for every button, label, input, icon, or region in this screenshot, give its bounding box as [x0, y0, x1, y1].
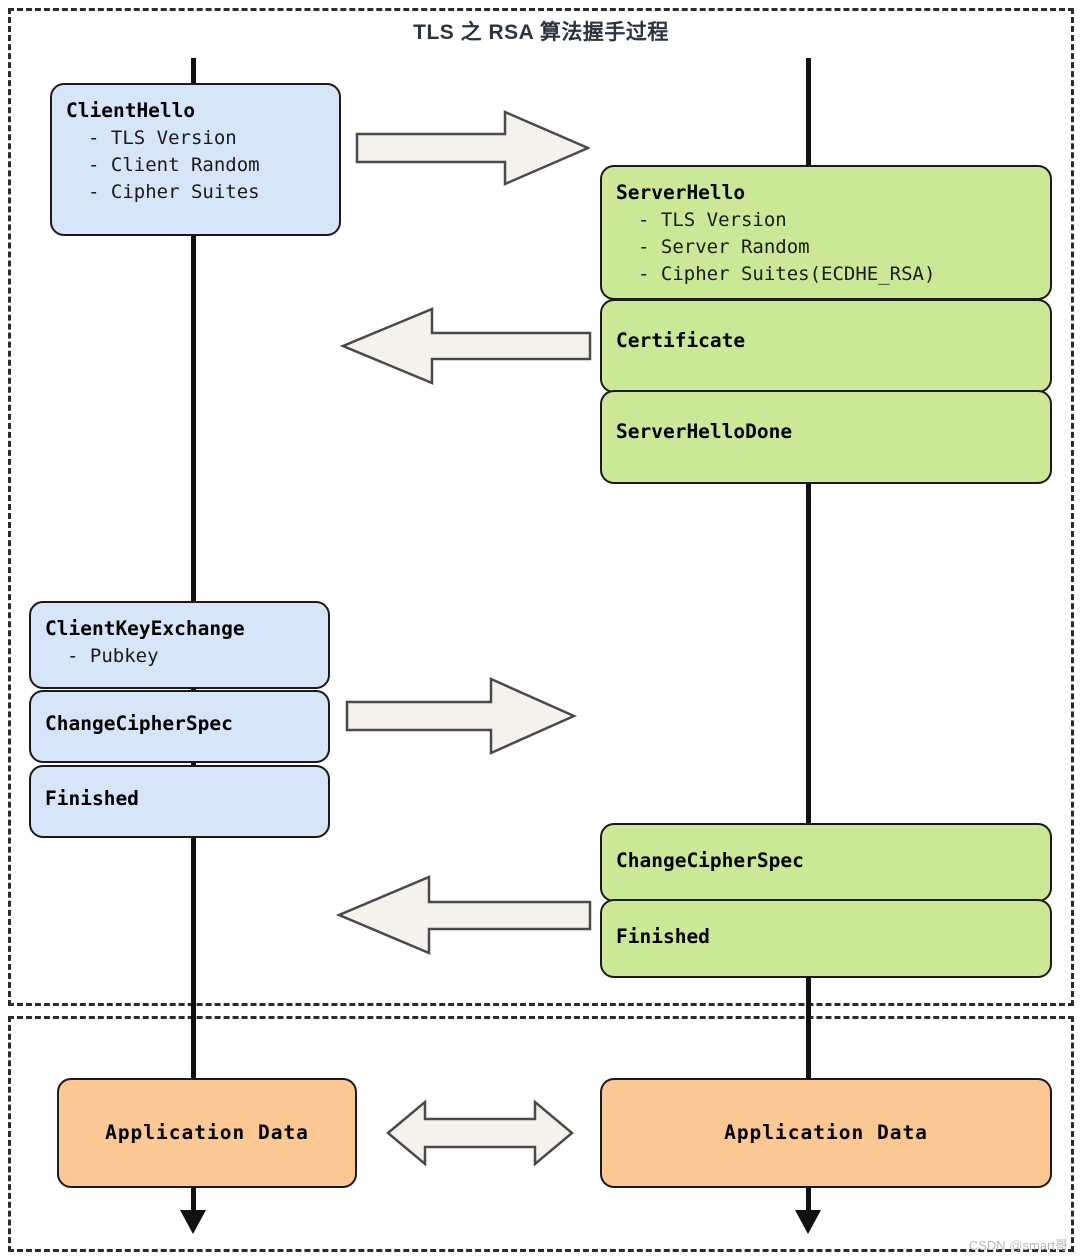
message-title: ClientKeyExchange: [45, 617, 245, 640]
message-line: - Server Random: [638, 235, 810, 258]
server-lifeline: [806, 58, 811, 1218]
arrow-server-to-client-hello: [340, 305, 592, 387]
message-title: Finished: [616, 925, 710, 948]
message-box-server-hello-done[interactable]: ServerHelloDone: [600, 390, 1052, 484]
arrow-server-to-client-finished: [335, 873, 592, 957]
message-box-client-key-exchange[interactable]: ClientKeyExchange - Pubkey: [29, 601, 330, 689]
handshake-region: [8, 8, 1074, 1006]
message-title: Certificate: [616, 329, 746, 352]
message-title: Application Data: [105, 1121, 309, 1145]
message-title: Finished: [45, 787, 139, 810]
message-title: ChangeCipherSpec: [45, 712, 233, 735]
message-title: ClientHello: [66, 99, 196, 122]
server-lifeline-arrowhead: [795, 1210, 821, 1234]
message-line: - Pubkey: [67, 644, 159, 667]
watermark: CSDN @smart哥: [968, 1238, 1068, 1253]
message-box-server-hello[interactable]: ServerHello - TLS Version - Server Rando…: [600, 165, 1052, 300]
message-line: - Client Random: [88, 153, 260, 176]
message-title: ServerHello: [616, 181, 746, 204]
message-line: - Cipher Suites: [88, 180, 260, 203]
message-box-server-finished[interactable]: Finished: [600, 899, 1052, 978]
message-line: - TLS Version: [638, 208, 787, 231]
message-box-server-application-data[interactable]: Application Data: [600, 1078, 1052, 1188]
page-title: TLS 之 RSA 算法握手过程: [413, 21, 669, 44]
message-box-server-change-cipher-spec[interactable]: ChangeCipherSpec: [600, 823, 1052, 902]
message-box-certificate[interactable]: Certificate: [600, 299, 1052, 393]
application-data-region: [8, 1016, 1074, 1252]
arrow-application-data-bidirectional: [385, 1097, 575, 1169]
message-box-client-application-data[interactable]: Application Data: [57, 1078, 357, 1188]
message-box-client-hello[interactable]: ClientHello - TLS Version - Client Rando…: [50, 83, 341, 236]
message-title: ServerHelloDone: [616, 420, 793, 443]
message-box-client-finished[interactable]: Finished: [29, 765, 330, 838]
arrow-client-to-server-hello: [355, 108, 590, 188]
client-lifeline-arrowhead: [180, 1210, 206, 1234]
message-box-client-change-cipher-spec[interactable]: ChangeCipherSpec: [29, 690, 330, 763]
message-line: - TLS Version: [88, 126, 237, 149]
arrow-client-to-server-keyexchange: [345, 675, 577, 757]
message-title: Application Data: [724, 1121, 928, 1145]
message-title: ChangeCipherSpec: [616, 849, 804, 872]
message-line: - Cipher Suites(ECDHE_RSA): [638, 262, 936, 285]
